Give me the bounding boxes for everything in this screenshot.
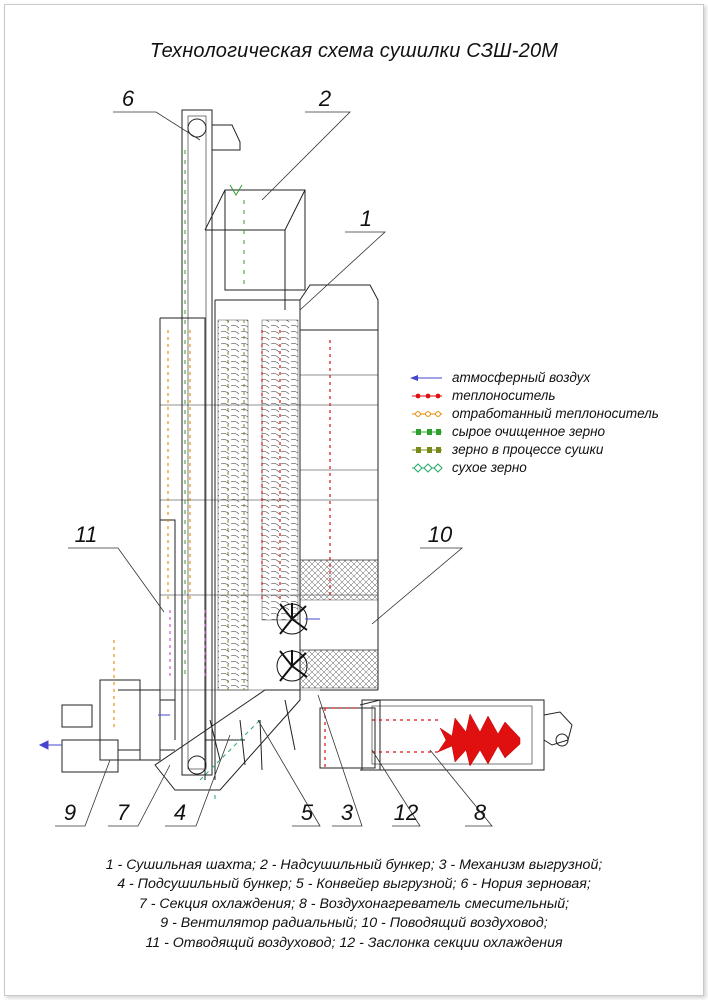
caption-line: 1 - Сушильная шахта; 2 - Надсушильный бу… [105,857,603,873]
callout-8: 8 [473,800,487,825]
legend-label: сырое очищенное зерно [452,424,606,439]
supply-air-duct [319,689,381,771]
atmospheric-air-flow [38,618,320,750]
square-arrow-icon [412,447,442,453]
caption-line: 11 - Отводящий воздуховод; 12 - Заслонка… [145,934,563,951]
dot-arrow-icon [412,393,442,399]
legend-label: отработанный теплоноситель [452,406,659,421]
callout-1: 1 [359,206,373,231]
exhaust-air-duct [160,519,176,740]
callout-3: 3 [340,800,354,825]
callout-12: 12 [393,800,419,825]
grain-elevator [181,109,241,776]
burner-flame [437,713,521,767]
legend-item-exhaust-heat-carrier: отработанный теплоноситель [408,405,659,423]
caption-line: 9 - Вентилятор радиальный; 10 - Поводящи… [160,915,548,932]
unloading-conveyor [154,689,301,791]
legend-label: теплоноситель [452,388,556,403]
diagram-title: Технологическая схема сушилки СЗШ-20М [149,40,559,62]
upper-bunker [204,189,306,310]
caption-line: 7 - Секция охлаждения; 8 - Воздухонагрев… [138,895,570,912]
radial-fan [61,679,175,773]
dry-grain-flow [199,719,261,800]
page-frame [4,4,704,996]
legend-label: атмосферный воздух [452,370,591,385]
legend-item-drying-grain: зерно в процессе сушки [408,441,603,459]
diamond-chain-icon [412,463,443,473]
thin-arrow-icon [410,375,442,381]
drying-shaft [159,284,379,780]
exhaust-heat-carrier-flow [113,330,191,730]
legend-item-heat-carrier: теплоноситель [408,387,556,405]
legend-item-dry-grain: сухое зерно [408,459,527,477]
legend-item-raw-grain: сырое очищенное зерно [408,423,605,441]
callout-leaders [55,111,493,827]
raw-grain-flow [184,150,245,680]
callout-5: 5 [300,800,314,825]
mixing-air-heater [361,699,573,771]
legend-item-atmospheric-air: атмосферный воздух [408,369,590,387]
drying-grain-flow [227,320,245,690]
callout-7: 7 [116,800,130,825]
cooling-air-flow [169,610,206,680]
caption-line: 4 - Подсушильный бункер; 5 - Конвейер вы… [117,876,591,893]
callout-9: 9 [63,800,77,825]
callout-10: 10 [427,522,453,547]
square-arrow-icon [412,429,442,435]
callout-11: 11 [74,522,98,547]
callout-4: 4 [173,800,187,825]
callout-6: 6 [121,86,135,111]
legend-label: зерно в процессе сушки [452,442,604,457]
component-caption: 1 - Сушильная шахта; 2 - Надсушильный бу… [0,856,708,953]
heat-carrier-flow [261,330,440,768]
callout-2: 2 [318,86,332,111]
open-dot-arrow-icon [412,411,442,417]
legend-label: сухое зерно [452,460,527,475]
